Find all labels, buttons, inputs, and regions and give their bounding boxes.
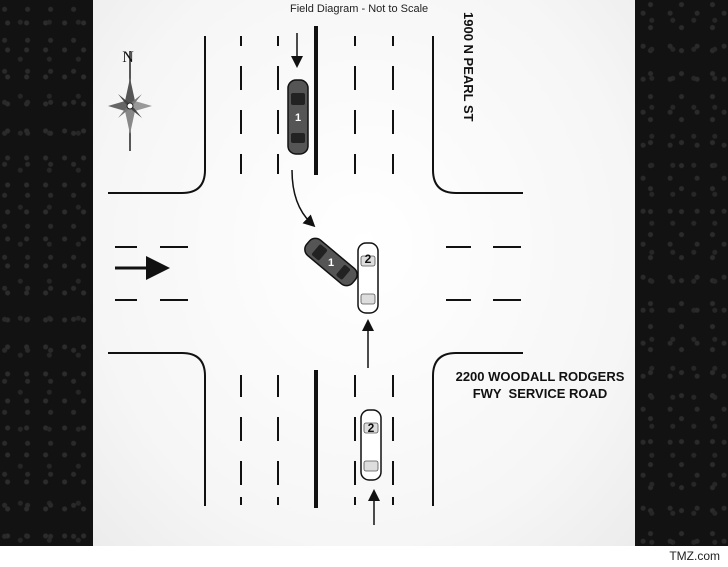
lane-markings-east bbox=[446, 246, 521, 301]
vehicle-2-label-initial: 2 bbox=[368, 421, 375, 435]
road-edges bbox=[108, 36, 523, 506]
vehicle-1-label-collision: 1 bbox=[328, 257, 334, 269]
vehicle-2-initial: 2 bbox=[360, 409, 382, 481]
curb-southeast bbox=[432, 352, 523, 506]
right-border bbox=[635, 0, 728, 546]
compass-rose-icon bbox=[108, 51, 152, 151]
curb-northwest bbox=[108, 36, 206, 194]
curb-northeast bbox=[432, 36, 523, 194]
lane-markings-north bbox=[240, 36, 394, 174]
left-border bbox=[0, 0, 93, 546]
vehicle-1-turn-arrow bbox=[291, 169, 316, 228]
intersection-svg: 1 1 2 2 N bbox=[108, 26, 523, 525]
vehicle-1-label-initial: 1 bbox=[295, 112, 301, 124]
street-label-woodall: 2200 WOODALL RODGERS FWY SERVICE ROAD bbox=[455, 369, 625, 401]
vehicle-1-collision: 1 bbox=[304, 237, 358, 287]
lane-markings-west bbox=[115, 246, 188, 301]
vehicle-1-initial: 1 bbox=[287, 79, 309, 155]
field-diagram: 1 1 2 2 N Field Diagram - Not to Scale 1… bbox=[93, 0, 635, 546]
diagram-title: Field Diagram - Not to Scale bbox=[290, 3, 429, 15]
street-label-pearl: 1900 N PEARL ST bbox=[461, 12, 476, 122]
compass-north-label: N bbox=[122, 49, 134, 66]
source-credit: TMZ.com bbox=[669, 549, 720, 563]
vehicle-2-collision: 2 bbox=[357, 242, 379, 314]
curb-southwest bbox=[108, 352, 206, 506]
vehicle-2-label-collision: 2 bbox=[365, 252, 372, 266]
lane-markings-south bbox=[240, 375, 394, 505]
footer-bar bbox=[0, 546, 728, 567]
